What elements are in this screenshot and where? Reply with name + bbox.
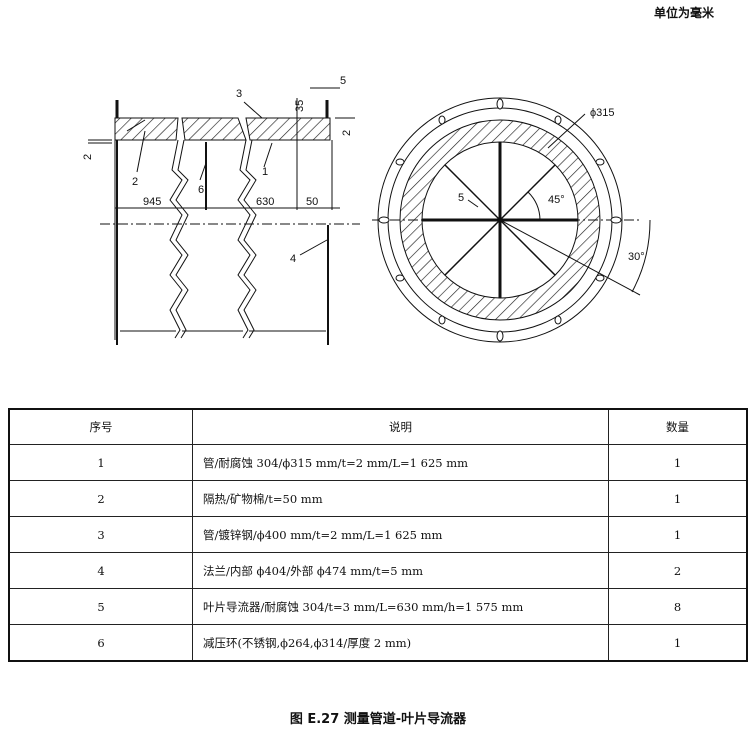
header-description: 说明 xyxy=(192,408,609,445)
unit-note: 单位为毫米 xyxy=(653,6,714,20)
label-part-5: 5 xyxy=(458,192,464,204)
dimension-5: 5 xyxy=(340,75,346,87)
table-header-row: 序号 说明 数量 xyxy=(8,408,748,445)
row-quantity: 1 xyxy=(608,516,748,553)
row-number: 5 xyxy=(8,588,193,625)
row-description: 隔热/矿物棉/t=50 mm xyxy=(192,480,609,517)
figure-caption: 图 E.27 测量管道-叶片导流器 xyxy=(289,712,467,727)
label-part-3: 3 xyxy=(236,88,242,100)
row-quantity: 8 xyxy=(608,588,748,625)
technical-drawing: 3 2 6 1 4 945 630 50 35 5 2 2 ϕ315 5 45°… xyxy=(82,75,651,345)
row-quantity: 1 xyxy=(608,444,748,481)
dimension-2-right: 2 xyxy=(341,130,353,136)
row-number: 6 xyxy=(8,624,193,662)
header-number: 序号 xyxy=(8,408,193,445)
row-description: 叶片导流器/耐腐蚀 304/t=3 mm/L=630 mm/h=1 575 mm xyxy=(192,588,609,625)
row-description: 减压环(不锈钢,ϕ264,ϕ314/厚度 2 mm) xyxy=(192,624,609,662)
label-part-1: 1 xyxy=(262,166,268,178)
row-description: 法兰/内部 ϕ404/外部 ϕ474 mm/t=5 mm xyxy=(192,552,609,589)
row-quantity: 1 xyxy=(608,624,748,662)
row-number: 2 xyxy=(8,480,193,517)
label-part-6: 6 xyxy=(198,184,204,196)
label-phi315: ϕ315 xyxy=(590,107,615,119)
label-angle-30: 30° xyxy=(628,251,645,263)
row-quantity: 2 xyxy=(608,552,748,589)
row-number: 1 xyxy=(8,444,193,481)
dimension-2-left: 2 xyxy=(82,154,94,160)
row-description: 管/耐腐蚀 304/ϕ315 mm/t=2 mm/L=1 625 mm xyxy=(192,444,609,481)
flange-bolt-holes xyxy=(378,98,622,342)
label-part-4: 4 xyxy=(290,253,296,265)
dimension-35: 35 xyxy=(294,100,306,112)
label-angle-45: 45° xyxy=(548,194,565,206)
header-quantity: 数量 xyxy=(608,408,748,445)
dimension-945: 945 xyxy=(143,196,161,208)
row-number: 3 xyxy=(8,516,193,553)
row-quantity: 1 xyxy=(608,480,748,517)
dimension-50: 50 xyxy=(306,196,318,208)
label-part-2: 2 xyxy=(132,176,138,188)
front-view xyxy=(372,97,651,343)
dimension-630: 630 xyxy=(256,196,274,208)
row-number: 4 xyxy=(8,552,193,589)
side-view xyxy=(88,87,360,345)
row-description: 管/镀锌钢/ϕ400 mm/t=2 mm/L=1 625 mm xyxy=(192,516,609,553)
